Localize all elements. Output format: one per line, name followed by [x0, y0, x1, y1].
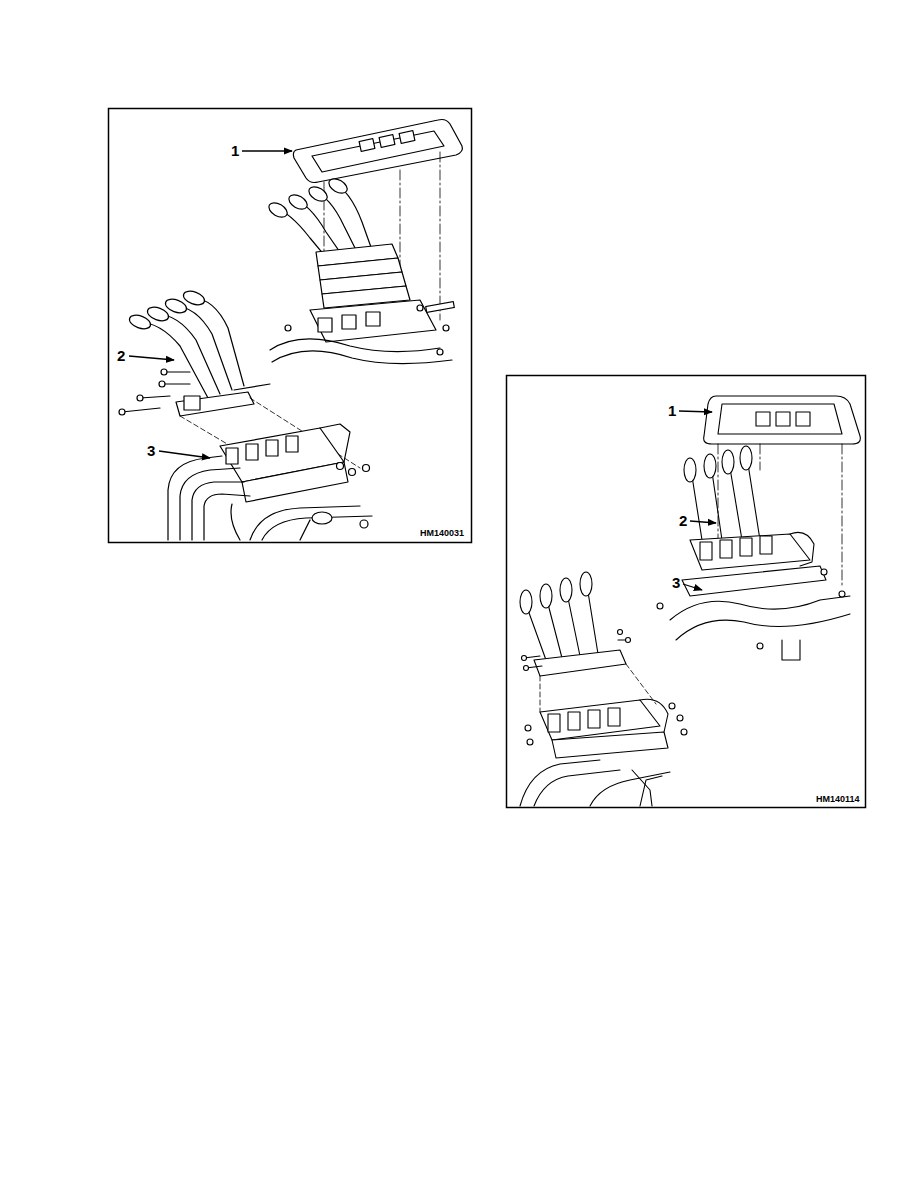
callout-number: 1 — [667, 403, 677, 418]
lever-assembly-drawing — [119, 120, 462, 541]
callout-number: 2 — [116, 348, 126, 363]
lever-assembly-drawing — [520, 396, 860, 806]
leader-arrow — [129, 151, 292, 458]
figure-frame — [507, 376, 866, 808]
callout-number: 1 — [230, 143, 240, 158]
callout-number: 3 — [146, 443, 156, 458]
callout-number: 2 — [678, 513, 688, 528]
figure-code: HM140114 — [815, 795, 861, 804]
figure-code: HM140031 — [419, 529, 465, 538]
figure-frame — [109, 109, 472, 543]
callout-number: 3 — [671, 575, 681, 590]
leader-arrow — [679, 411, 716, 590]
